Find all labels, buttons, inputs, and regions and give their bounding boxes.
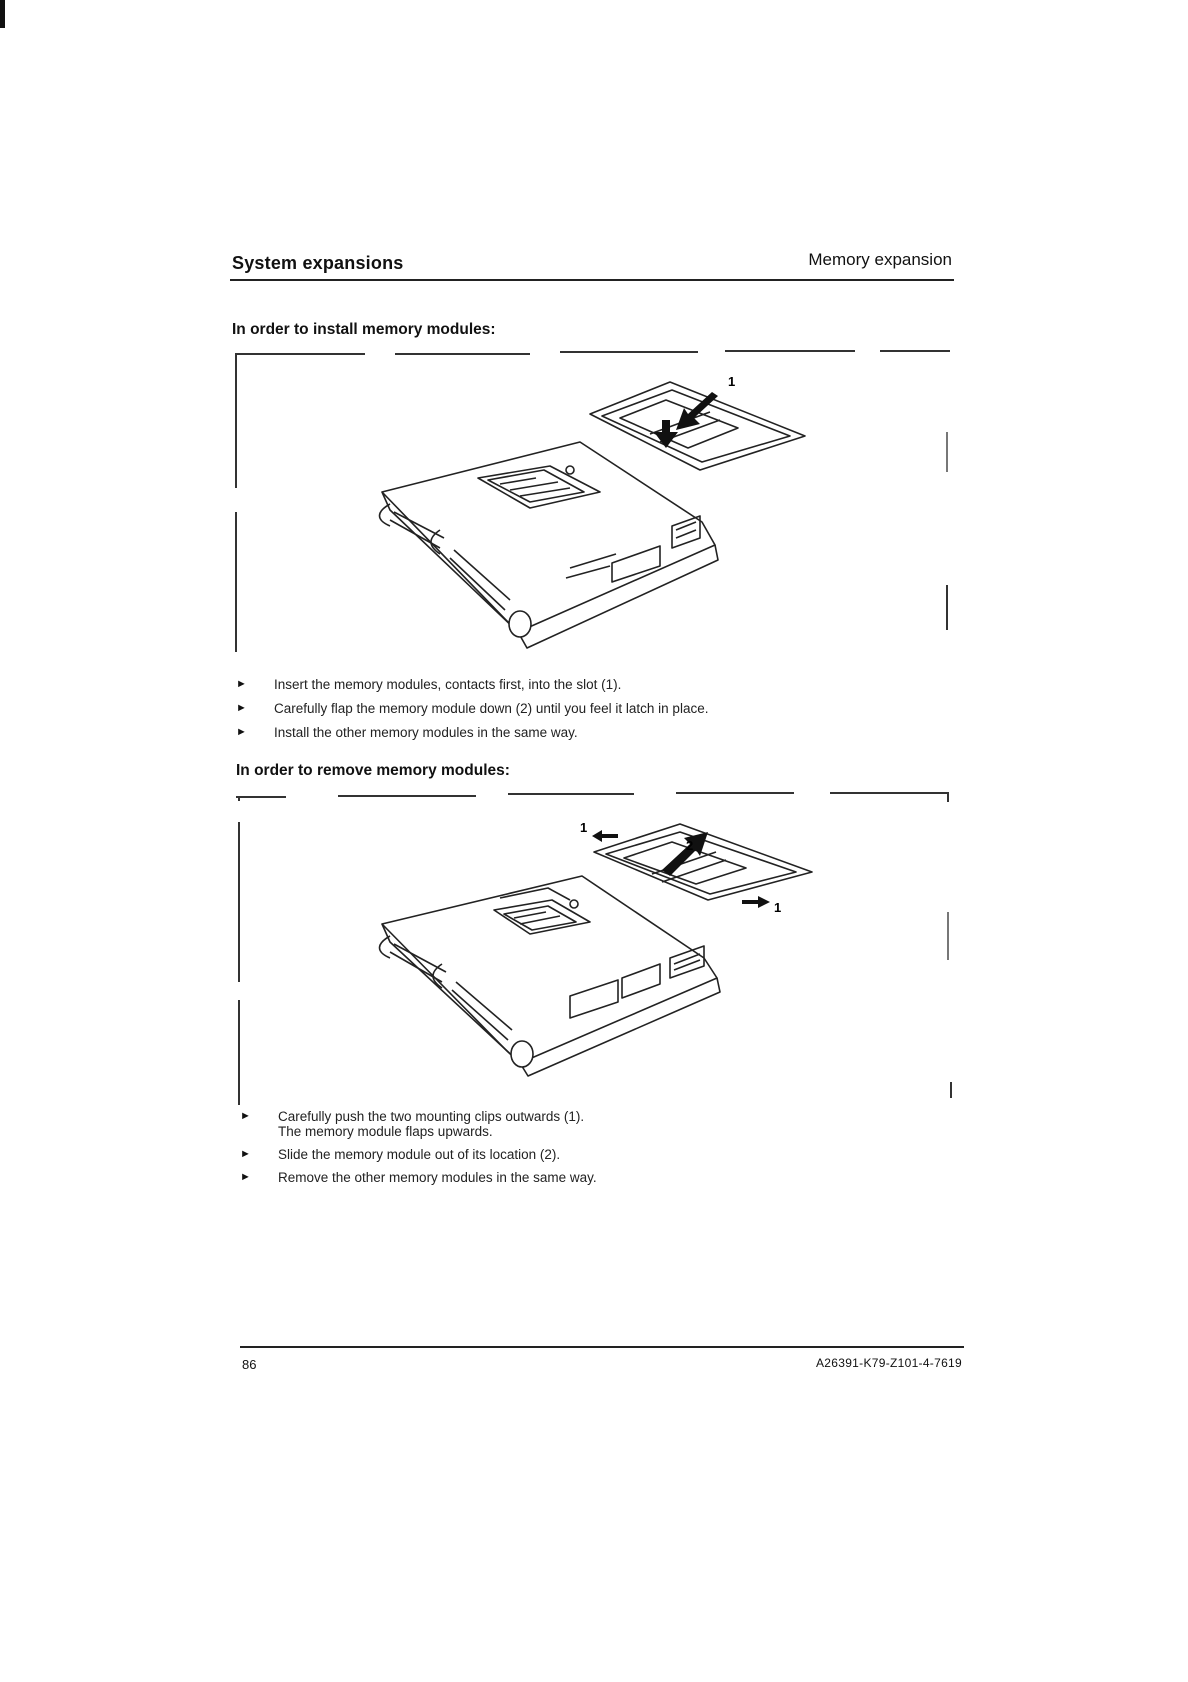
remove-step: ► Slide the memory module out of its loc… [240, 1147, 940, 1162]
remove-label-2: 2 [686, 838, 693, 853]
install-step: ► Carefully flap the memory module down … [236, 701, 936, 716]
remove-step-subtext: The memory module flaps upwards. [278, 1124, 493, 1139]
install-step-text: Insert the memory modules, contacts firs… [274, 677, 622, 692]
triangle-bullet-icon: ► [236, 678, 247, 690]
remove-step: ► Remove the other memory modules in the… [240, 1170, 940, 1185]
insert-arrow-icon [654, 392, 718, 448]
remove-label-1b: 1 [774, 900, 781, 915]
remove-step: ► Carefully push the two mounting clips … [240, 1109, 940, 1139]
install-heading: In order to install memory modules: [232, 321, 496, 338]
remove-label-1: 1 [580, 820, 587, 835]
remove-steps: ► Carefully push the two mounting clips … [240, 1109, 940, 1185]
install-label-1: 1 [728, 374, 735, 389]
notebook-underside [378, 441, 719, 649]
install-step-text: Carefully flap the memory module down (2… [274, 701, 709, 716]
scan-edge-mark [0, 0, 5, 28]
memory-module-detail [589, 381, 806, 471]
triangle-bullet-icon: ► [236, 702, 247, 714]
triangle-bullet-icon: ► [240, 1110, 251, 1122]
header-rule [230, 279, 954, 281]
triangle-bullet-icon: ► [240, 1148, 251, 1160]
section-topic: Memory expansion [808, 250, 952, 269]
remove-step-text: Remove the other memory modules in the s… [278, 1170, 597, 1185]
document-id: A26391-K79-Z101-4-7619 [815, 1356, 962, 1370]
remove-step-text: Slide the memory module out of its locat… [278, 1147, 561, 1162]
install-steps: ► Insert the memory modules, contacts fi… [236, 677, 936, 740]
install-illustration: 1 [378, 374, 806, 649]
page-number: 86 [242, 1357, 257, 1372]
chapter-title: System expansions [232, 253, 404, 273]
install-step: ► Insert the memory modules, contacts fi… [236, 677, 936, 692]
remove-illustration: 1 2 1 [378, 820, 813, 1077]
remove-heading: In order to remove memory modules: [236, 762, 510, 779]
notebook-underside [378, 875, 721, 1077]
clip-arrow-icon [592, 830, 770, 908]
remove-step-text: Carefully push the two mounting clips ou… [278, 1109, 585, 1124]
install-step-text: Install the other memory modules in the … [274, 725, 578, 740]
memory-module-detail [593, 823, 813, 901]
triangle-bullet-icon: ► [240, 1171, 251, 1183]
slide-out-arrow-icon [662, 832, 708, 876]
install-step: ► Install the other memory modules in th… [236, 725, 936, 740]
triangle-bullet-icon: ► [236, 726, 247, 738]
footer-rule [240, 1346, 964, 1348]
